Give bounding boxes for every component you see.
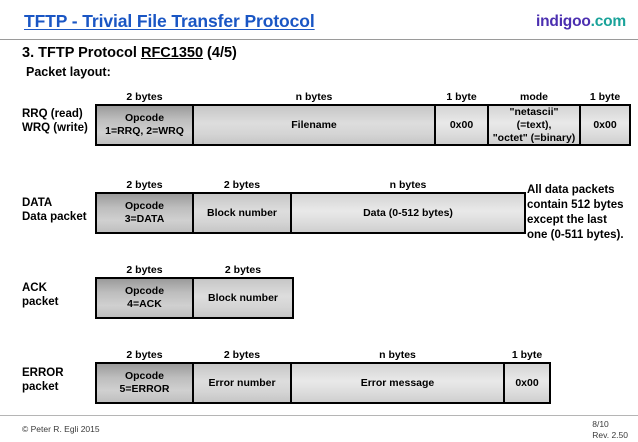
packet-field-0x00: 1 byte 0x00 [436,91,489,144]
side-note-line: one (0-511 bytes). [527,229,624,241]
packet-label-line: packet [22,381,59,393]
field-size-caption: 1 byte [446,91,477,103]
packet-label-line: ERROR [22,367,64,379]
field-size-caption: n bytes [379,349,416,361]
field-text-line: 1=RRQ, 2=WRQ [105,125,184,137]
packet-label-line: RRQ (read) [22,108,83,120]
packet-label-line: WRQ (write) [22,122,88,134]
page-number: 8/10 [592,419,609,429]
brand-logo: indigoo.com [536,13,626,31]
packet-label-line: ACK [22,282,47,294]
packet-field-0x00: 1 byte 0x00 [505,349,549,402]
field-text: Data (0-512 bytes) [363,207,453,220]
field-text-line: 3=DATA [124,213,165,225]
field-size-caption: 2 bytes [126,349,163,361]
packet-label-error: ERROR packet [22,366,64,394]
packet-field-netascii-text: mode "netascii" (=text),"octet" (=binary) [489,91,581,145]
page-title: TFTP - Trivial File Transfer Protocol [24,11,315,31]
packet-label-line: Data packet [22,211,87,223]
section-heading: 3. TFTP Protocol RFC1350 (4/5) [22,45,237,61]
packet-label-line: DATA [22,197,53,209]
field-text: Error number [208,377,275,390]
field-size-caption: 2 bytes [126,91,163,103]
packet-label-rrq-read: RRQ (read) WRQ (write) [22,107,88,135]
field-size-caption: n bytes [295,91,333,103]
field-text-line: Opcode [124,370,165,382]
field-text: Block number [207,207,277,220]
field-text-line: Opcode [124,285,165,297]
field-text: "netascii" (=text),"octet" (=binary) [491,106,577,145]
copyright-text: © Peter R. Egli 2015 [22,424,100,434]
section-heading-prefix: 3. TFTP Protocol [22,45,141,61]
field-text: 0x00 [450,119,473,132]
packet-field-0x00: 1 byte 0x00 [581,91,629,144]
field-text-line: 4=ACK [127,298,162,310]
revision-number: Rev. 2.50 [592,430,628,440]
packet-label-ack: ACK packet [22,281,58,309]
field-text-line: Data (0-512 bytes) [363,206,453,219]
field-text-line: Error number [208,376,276,389]
field-size-caption: mode [519,91,548,103]
rfc-reference: RFC1350 [140,45,204,61]
field-text: Filename [291,119,337,132]
page-header: TFTP - Trivial File Transfer Protocol in… [0,0,638,40]
field-text: Error message [361,377,435,390]
field-size-caption: 2 bytes [126,179,163,191]
header-divider [0,39,638,40]
field-text-line: Error message [360,376,435,389]
brand-tld: .com [590,13,627,30]
field-text-line: Block number [206,206,277,219]
field-size-caption: n bytes [389,179,427,191]
packet-layout-label: Packet layout: [26,65,111,79]
page-meta: 8/10 Rev. 2.50 [592,419,628,441]
side-note-line: except the last [527,214,607,226]
footer-divider [0,415,638,416]
section-page-counter: (4/5) [203,45,237,61]
field-text-line: 0x00 [515,376,539,389]
field-text-line: Filename [291,118,337,131]
packet-side-note-data: All data packets contain 512 bytes except … [527,183,624,243]
field-text-line: Opcode [124,200,165,212]
field-size-caption: 2 bytes [223,179,261,191]
field-text: 0x00 [515,377,538,390]
brand-name: indigoo [536,13,591,30]
field-text-line: Block number [207,291,278,304]
field-text-line: "netascii" (=text), [509,105,559,131]
packet-label-data: DATA Data packet [22,196,87,224]
field-size-caption: 1 byte [589,91,621,103]
field-text: Block number [208,292,278,305]
field-size-caption: 2 bytes [126,264,163,276]
field-text: 0x00 [593,119,616,132]
field-text-line: 0x00 [593,118,617,131]
side-note-line: All data packets [527,184,615,196]
field-text-line: 5=ERROR [119,383,170,395]
field-text-line: "octet" (=binary) [492,131,576,144]
field-text-line: 0x00 [449,118,474,131]
side-note-line: contain 512 bytes [527,199,624,211]
field-size-caption: 2 bytes [223,349,261,361]
packet-label-line: packet [22,296,59,308]
field-size-caption: 1 byte [511,349,543,361]
field-size-caption: 2 bytes [224,264,262,276]
field-text-line: Opcode [124,112,165,124]
